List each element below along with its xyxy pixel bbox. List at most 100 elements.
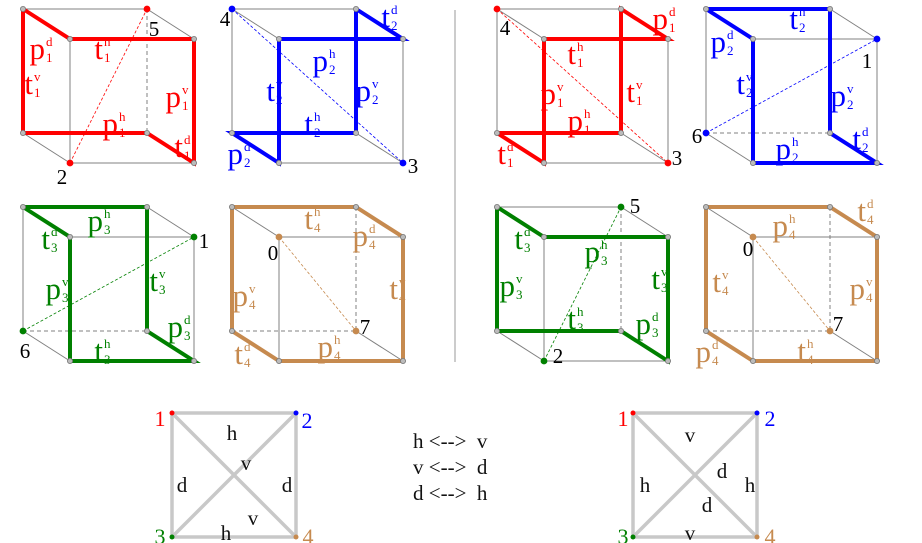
cube-edge xyxy=(146,8,195,40)
edge-label-sup: h xyxy=(807,336,814,351)
edge-label-sub: 3 xyxy=(159,282,166,297)
square-edge-label: d xyxy=(282,473,293,497)
edge-label-sub: 2 xyxy=(314,125,321,140)
cube-edge xyxy=(705,132,754,164)
edge-label-sup: h xyxy=(314,204,321,219)
edge-label-sub: 4 xyxy=(866,290,873,305)
edge-label-sup: v xyxy=(661,264,668,279)
edge-label: t xyxy=(736,66,745,101)
edge-label: t xyxy=(174,129,183,164)
edge-label: p xyxy=(585,234,601,269)
edge-label-sub: 4 xyxy=(722,283,729,298)
corner-dot xyxy=(630,534,636,540)
vertex-number: 2 xyxy=(553,344,564,368)
cube-vertex xyxy=(190,357,197,364)
cube-vertex xyxy=(228,327,235,334)
edge-label: t xyxy=(266,73,275,108)
cube-vertex xyxy=(228,129,235,136)
edge-label-sup: v xyxy=(276,76,283,91)
edge-label: t xyxy=(94,333,103,368)
cube-vertex xyxy=(67,357,74,364)
cube-vertex xyxy=(874,357,881,364)
edge-label-sub: 1 xyxy=(34,85,41,100)
cube-edge xyxy=(355,132,404,164)
cube-vertex xyxy=(874,233,881,240)
edge-label: t xyxy=(149,263,158,298)
edge-label-sub: 2 xyxy=(329,62,336,77)
edge-label-sub: 3 xyxy=(62,290,69,305)
edge-label: t xyxy=(514,221,523,256)
cube-edge xyxy=(705,206,754,238)
edge-label-sup: h xyxy=(104,206,111,221)
endpoint-vertex xyxy=(617,203,625,211)
cube-vertex xyxy=(275,159,282,166)
edge-label-sup: h xyxy=(104,336,111,351)
cube-vertex xyxy=(352,6,359,12)
edge-label: p xyxy=(711,24,727,59)
edge-label: t xyxy=(567,36,576,71)
edge-label: p xyxy=(773,208,789,243)
cube-edge xyxy=(496,330,545,362)
edge-label: p xyxy=(541,76,557,111)
edge-label-sub: 1 xyxy=(507,155,514,170)
corner-dot xyxy=(293,410,299,416)
edge-label: t xyxy=(797,333,806,368)
cube-vertex xyxy=(618,6,625,12)
edge-label: p xyxy=(568,103,584,138)
cube-edge xyxy=(829,330,878,362)
edge-label-sup: v xyxy=(516,271,523,286)
cube-edge xyxy=(146,206,195,238)
cube-vertex xyxy=(618,129,625,136)
cube-vertex xyxy=(19,129,26,136)
cube-vertex xyxy=(143,129,150,136)
corner-label: 2 xyxy=(765,406,776,431)
edge-label-sup: h xyxy=(314,109,321,124)
edge-label-sup: d xyxy=(669,4,676,19)
edge-label: p xyxy=(850,271,866,306)
edge-label: t xyxy=(497,136,506,171)
edge-label-sub: 1 xyxy=(669,20,676,35)
edge-label: p xyxy=(776,131,792,166)
diagonal xyxy=(705,38,878,134)
edge-label: t xyxy=(651,261,660,296)
cube-vertex xyxy=(67,36,74,43)
legend-line: h <--> v xyxy=(413,429,488,453)
vertex-number: 7 xyxy=(833,312,844,336)
corner-dot xyxy=(754,534,760,540)
cube-vertex xyxy=(703,6,710,12)
cube-vertex xyxy=(827,129,834,136)
edge-label-sup: h xyxy=(789,211,796,226)
square-edge-label: h xyxy=(640,473,651,497)
edge-label-sub: 1 xyxy=(119,125,126,140)
edge-label-sup: v xyxy=(182,82,189,97)
corner-dot xyxy=(293,534,299,540)
edge-label: p xyxy=(30,31,46,66)
endpoint-vertex xyxy=(749,233,757,241)
cube-edge xyxy=(620,206,669,238)
edge-label: p xyxy=(831,78,847,113)
edge-label-sup: d xyxy=(184,312,191,327)
edge-label-sup: v xyxy=(746,69,753,84)
cube-vertex xyxy=(190,159,197,166)
cube-vertex xyxy=(750,36,757,43)
cube-vertex xyxy=(665,357,672,364)
cube-vertex xyxy=(19,203,26,210)
square-edge xyxy=(170,411,298,539)
edge-label-sup: d xyxy=(507,139,514,154)
edge-label-sub: 1 xyxy=(46,50,53,65)
endpoint-vertex xyxy=(66,159,74,167)
vertex-number: 6 xyxy=(20,339,31,363)
edge-label: p xyxy=(696,334,712,369)
edge-label: p xyxy=(318,329,334,364)
cube-vertex xyxy=(493,327,500,334)
edge-label-sup: d xyxy=(184,132,191,147)
corner-dot xyxy=(630,410,636,416)
vertex-number: 3 xyxy=(672,146,683,170)
endpoint-vertex xyxy=(826,327,834,335)
edge-label-sub: 2 xyxy=(276,92,283,107)
legend-line: d <--> h xyxy=(413,481,488,505)
edge-label-sub: 1 xyxy=(636,93,643,108)
